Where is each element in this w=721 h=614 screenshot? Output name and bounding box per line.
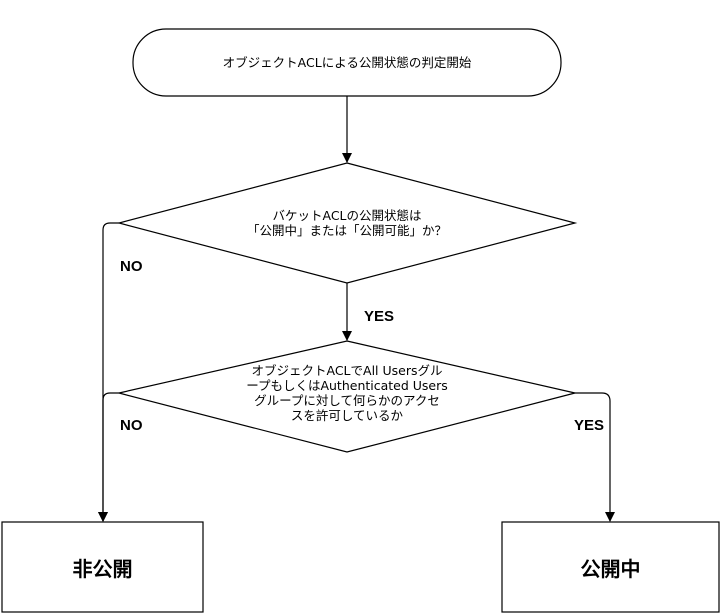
decision2-yes-label: YES	[574, 417, 605, 434]
edge-decision1-no	[98, 222, 119, 522]
decision2-label: オブジェクトACLでAll Usersグル ープもしくはAuthenticate…	[200, 363, 494, 423]
decision1-no-label: NO	[120, 258, 143, 275]
edge-decision2-yes	[575, 392, 615, 522]
decision2-line2: ープもしくはAuthenticated Users	[246, 378, 448, 393]
decision1-line1: バケットACLの公開状態は	[272, 208, 422, 223]
edge-decision2-no	[98, 392, 119, 522]
decision2-shape	[118, 340, 576, 453]
decision2-line1: オブジェクトACLでAll Usersグル	[251, 363, 443, 378]
decision2-line4: スを許可しているか	[290, 408, 404, 423]
end-private-shape	[1, 521, 204, 613]
end-private-label: 非公開	[72, 556, 133, 581]
decision2-line3: グループに対して何らかのアクセ	[254, 393, 440, 408]
start-node-label: オブジェクトACLによる公開状態の判定開始	[222, 55, 472, 70]
end-public-label: 公開中	[580, 556, 641, 581]
decision1-yes-label: YES	[364, 308, 395, 325]
decision2-no-label: NO	[120, 417, 143, 434]
decision1-line2: 「公開中」または「公開可能」か？	[246, 223, 447, 238]
decision1-label: バケットACLの公開状態は 「公開中」または「公開可能」か？	[200, 208, 494, 238]
end-public-shape	[501, 521, 720, 613]
